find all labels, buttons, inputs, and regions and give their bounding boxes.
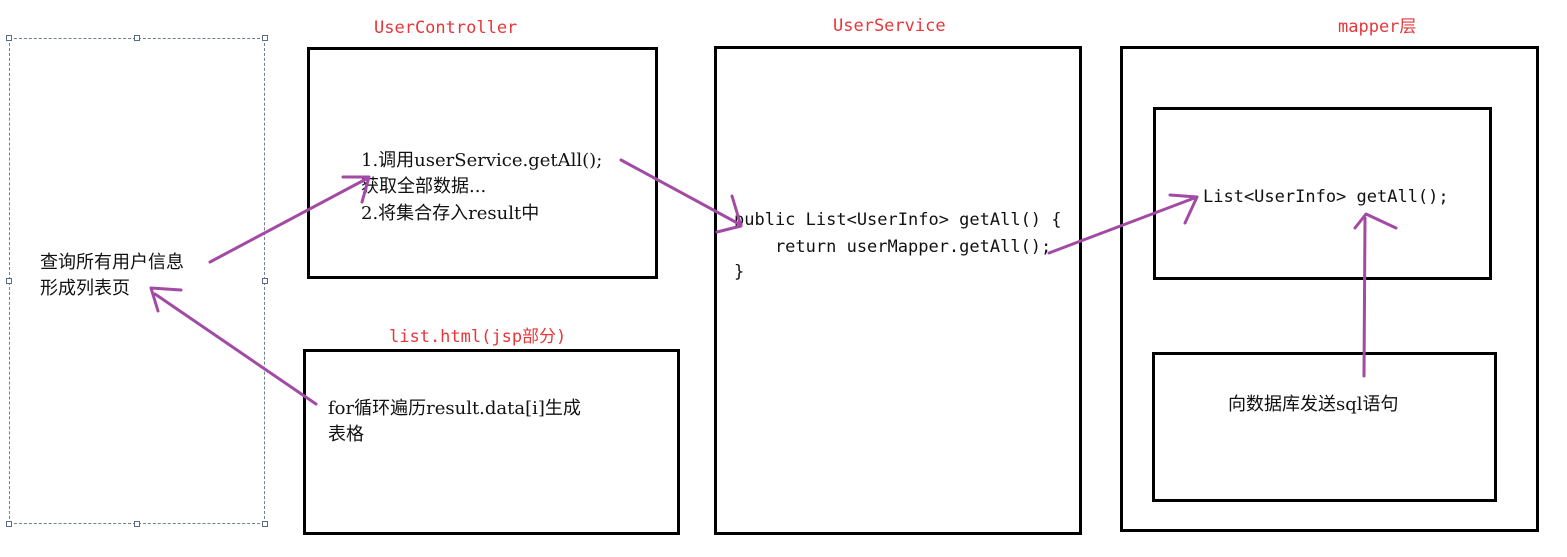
page-view-text-line1: 查询所有用户信息 <box>40 252 184 273</box>
mapper-title: mapper层 <box>1338 17 1417 37</box>
resize-handle-bottom-left[interactable] <box>6 521 12 527</box>
arrow-controller-to-service-head <box>715 194 743 234</box>
service-title: UserService <box>833 16 946 36</box>
resize-handle-bottom-middle[interactable] <box>134 521 140 527</box>
arrow-service-to-mapper <box>1047 195 1199 255</box>
mapper-method-text: List<UserInfo> getAll(); <box>1203 187 1449 207</box>
resize-handle-middle-left[interactable] <box>6 278 12 284</box>
arrow-controller-to-service <box>619 158 743 227</box>
page-view-text-line2: 形成列表页 <box>40 278 130 299</box>
arrow-jsp-to-page <box>153 292 318 406</box>
controller-line2: 获取全部数据... <box>361 176 487 197</box>
resize-handle-bottom-right[interactable] <box>262 521 268 527</box>
controller-title: UserController <box>374 18 518 38</box>
arrow-sql-to-method <box>1362 216 1367 378</box>
jsp-line2: 表格 <box>328 424 364 445</box>
arrow-jsp-to-page-head <box>149 286 183 313</box>
service-line1: public List<UserInfo> getAll() { <box>734 210 1062 230</box>
service-box[interactable] <box>714 46 1082 535</box>
resize-handle-top-left[interactable] <box>6 35 12 41</box>
arrow-service-to-mapper-head <box>1168 193 1199 225</box>
controller-line1: 1.调用userService.getAll(); <box>361 150 603 171</box>
arrow-sql-to-method-head <box>1353 212 1398 230</box>
mapper-method-box[interactable] <box>1153 107 1492 280</box>
jsp-box[interactable] <box>303 349 680 535</box>
resize-handle-middle-right[interactable] <box>262 278 268 284</box>
service-line2: return userMapper.getAll(); <box>734 237 1052 257</box>
controller-box[interactable] <box>307 47 658 279</box>
controller-line3: 2.将集合存入result中 <box>361 203 540 224</box>
jsp-line1: for循环遍历result.data[i]生成 <box>328 398 581 419</box>
service-line3: } <box>734 262 745 282</box>
mapper-sql-box[interactable] <box>1152 352 1497 502</box>
mapper-outer-box[interactable] <box>1120 46 1539 532</box>
arrow-page-to-controller-head <box>341 175 371 204</box>
jsp-title: list.html(jsp部分) <box>389 327 567 347</box>
arrow-page-to-controller <box>208 176 370 264</box>
mapper-sql-text: 向数据库发送sql语句 <box>1228 394 1399 415</box>
resize-handle-top-right[interactable] <box>262 35 268 41</box>
resize-handle-top-middle[interactable] <box>134 35 140 41</box>
